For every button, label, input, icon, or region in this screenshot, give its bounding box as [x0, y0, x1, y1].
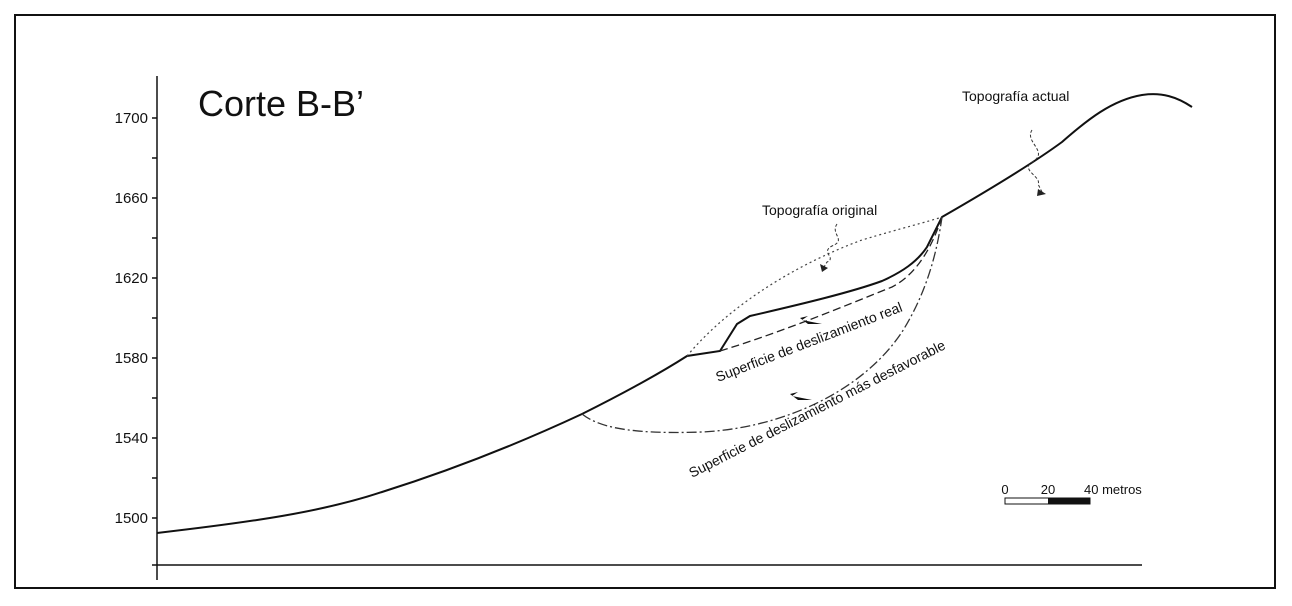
tick-label-1660: 1660 [115, 190, 148, 207]
scale-label-0: 0 [1001, 482, 1008, 497]
original-topography-arrow-icon [820, 264, 828, 272]
current-topography-line [156, 93, 1193, 534]
current-topography-leader [1027, 129, 1043, 193]
current-topography-label: Topografía actual [962, 88, 1069, 104]
real-slip-surface-line [719, 216, 943, 352]
worst-slip-surface-line [581, 216, 943, 434]
tick-label-1540: 1540 [115, 430, 148, 447]
diagram-title: Corte B-B’ [198, 83, 364, 124]
worst-slip-surface-label: Superficie de deslizamiento más desfavor… [686, 337, 948, 481]
figure-frame: Corte B-B’ 1700 1660 1620 1580 1540 1500 [14, 14, 1276, 589]
worst-slip-arrow-icon [790, 392, 812, 400]
cross-section-diagram: Corte B-B’ 1700 1660 1620 1580 1540 1500 [115, 76, 1193, 580]
original-topography-leader [823, 223, 839, 268]
scale-bar: 0 20 40 metros [1001, 482, 1142, 505]
scale-label-20: 20 [1041, 482, 1055, 497]
tick-label-1500: 1500 [115, 510, 148, 527]
y-axis-tick-labels: 1700 1660 1620 1580 1540 1500 [115, 110, 148, 527]
real-slip-arrow-icon [800, 316, 822, 324]
y-axis-ticks [152, 117, 157, 519]
current-topography-arrow-icon [1037, 189, 1046, 196]
tick-label-1700: 1700 [115, 110, 148, 127]
scale-label-40: 40 metros [1084, 482, 1142, 497]
tick-label-1580: 1580 [115, 350, 148, 367]
original-topography-label: Topografía original [762, 202, 877, 218]
tick-label-1620: 1620 [115, 270, 148, 287]
scale-bar-filled-segment [1048, 498, 1090, 504]
